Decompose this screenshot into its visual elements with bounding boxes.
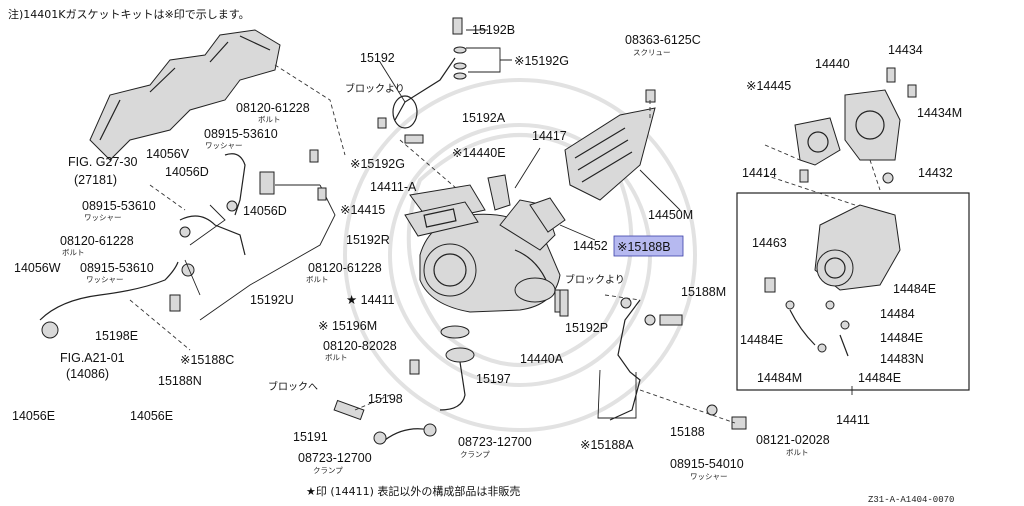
label-14056D-2: 14056D: [243, 204, 287, 218]
label-15188: 15188: [670, 425, 705, 439]
label-14483N: 14483N: [880, 352, 924, 366]
highlighted-part-15188B[interactable]: ※15188B: [613, 235, 684, 257]
label-bolt-1: ボルト: [258, 115, 281, 124]
label-15191: 15191: [293, 430, 328, 444]
label-14434: 14434: [888, 43, 923, 57]
drawing-code: Z31-A-A1404-0070: [868, 495, 954, 505]
gasket-14415-drawing: [404, 201, 479, 237]
label-fig-g27-sub: (27181): [74, 173, 117, 187]
label-14484E-2: 14484E: [740, 333, 783, 347]
label-14415: ※14415: [340, 203, 385, 217]
label-14411A: 14411-A: [370, 180, 417, 194]
label-15198E: 15198E: [95, 329, 138, 343]
label-washer-3: ワッシャー: [86, 275, 124, 284]
water-hoses-drawing: [39, 149, 336, 351]
label-15196M: ※ 15196M: [318, 319, 377, 333]
label-block-yori-1: ブロックより: [345, 82, 405, 95]
label-fig-a21-sub: (14086): [66, 367, 109, 381]
label-clamp-2: クランプ: [313, 466, 343, 475]
label-14411-star: ★ 14411: [346, 293, 395, 307]
sub-assembly-box: [736, 192, 970, 395]
label-bolt-2: ボルト: [62, 248, 85, 257]
label-bolt-4: ボルト: [325, 353, 348, 362]
label-14452: 14452: [573, 239, 608, 253]
label-14432: 14432: [918, 166, 953, 180]
label-14463: 14463: [752, 236, 787, 250]
label-bolt-5: ボルト: [786, 448, 809, 457]
label-fig-a21: FIG.A21-01: [60, 351, 125, 365]
label-15192A: 15192A: [462, 111, 506, 125]
label-08915-a: 08915-53610: [204, 127, 278, 141]
label-08121: 08121-02028: [756, 433, 830, 447]
elbow-14440-drawing: [764, 67, 917, 206]
label-block-he: ブロックへ: [268, 380, 318, 393]
exhaust-manifold-drawing: [89, 29, 346, 161]
label-08120-a: 08120-61228: [236, 101, 310, 115]
label-15192P: 15192P: [565, 321, 608, 335]
label-14414: 14414: [742, 166, 777, 180]
label-block-yori-2: ブロックより: [565, 273, 625, 286]
lower-center-drawing: [409, 289, 747, 430]
label-14440A: 14440A: [520, 352, 564, 366]
label-14056E-1: 14056E: [12, 409, 55, 423]
label-15192R: 15192R: [346, 233, 390, 247]
label-14411-box: 14411: [836, 413, 870, 427]
label-14056E-2: 14056E: [130, 409, 173, 423]
label-14484: 14484: [880, 307, 915, 321]
label-15192G: ※15192G: [514, 54, 569, 68]
label-14484E-4: 14484E: [858, 371, 901, 385]
label-fig-g27: FIG. G27-30: [68, 155, 138, 169]
label-washer-4: ワッシャー: [690, 472, 728, 481]
label-14440: 14440: [815, 57, 850, 71]
label-screw-1: スクリュー: [633, 48, 671, 57]
bottom-hose-drawing: [333, 394, 437, 445]
label-15192U: 15192U: [250, 293, 294, 307]
label-08363: 08363-6125C: [625, 33, 701, 47]
label-14056W: 14056W: [14, 261, 61, 275]
label-15198: 15198: [368, 392, 403, 406]
label-15188N: 15188N: [158, 374, 202, 388]
label-14434M: 14434M: [917, 106, 962, 120]
label-14484E-1: 14484E: [893, 282, 936, 296]
label-08120-b: 08120-61228: [60, 234, 134, 248]
label-14417: 14417: [532, 129, 567, 143]
label-15188C: ※15188C: [180, 353, 234, 367]
label-14440E: ※14440E: [452, 146, 506, 160]
label-14056V: 14056V: [146, 147, 190, 161]
heat-shield-drawing: [564, 89, 681, 211]
label-08915-b: 08915-53610: [82, 199, 156, 213]
label-14445: ※14445: [746, 79, 791, 93]
header-note: 注)14401Kガスケットキットは※印で示します。: [8, 7, 250, 21]
label-14484M: 14484M: [757, 371, 802, 385]
label-15188A: ※15188A: [580, 438, 634, 452]
turbocharger-drawing: [409, 184, 564, 313]
label-08915-d: 08915-54010: [670, 457, 744, 471]
label-14450M: 14450M: [648, 208, 693, 222]
part-labels: 15192B 08363-6125C スクリュー 14434 15192 ※15…: [12, 23, 962, 481]
label-08723-a: 08723-12700: [458, 435, 532, 449]
label-washer-1: ワッシャー: [205, 141, 243, 150]
label-15192B: 15192B: [472, 23, 515, 37]
footer-note: ★印 (14411) 表記以外の構成部品は非販売: [306, 484, 520, 498]
label-15197: 15197: [476, 372, 511, 386]
label-08723-b: 08723-12700: [298, 451, 372, 465]
label-14056D: 14056D: [165, 165, 209, 179]
label-08915-c: 08915-53610: [80, 261, 154, 275]
label-15192G-2: ※15192G: [350, 157, 405, 171]
label-08120-d: 08120-82028: [323, 339, 397, 353]
highlight-box: [613, 235, 684, 257]
label-08120-c: 08120-61228: [308, 261, 382, 275]
label-15188B: ※15188B: [617, 240, 671, 254]
label-15192: 15192: [360, 51, 395, 65]
label-clamp-1: クランプ: [460, 450, 490, 459]
label-14484E-3: 14484E: [880, 331, 923, 345]
label-washer-2: ワッシャー: [84, 213, 122, 222]
label-15188M: 15188M: [681, 285, 726, 299]
bracket-drawing: [487, 147, 596, 241]
label-bolt-3: ボルト: [306, 275, 329, 284]
oil-pipe-15192-drawing: [377, 17, 512, 201]
